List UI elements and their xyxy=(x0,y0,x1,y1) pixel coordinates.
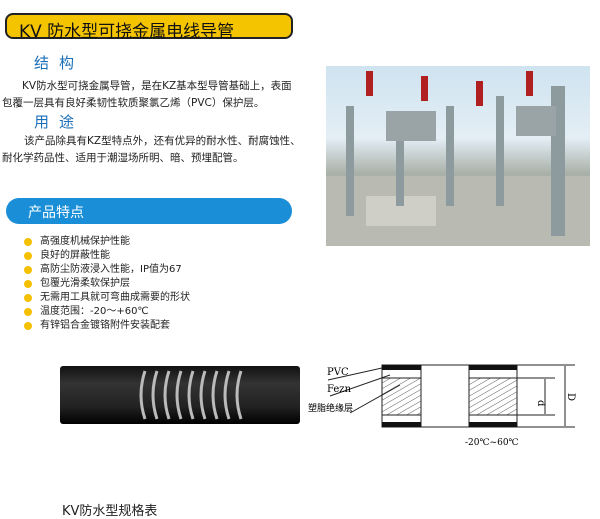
feature-text: 良好的屏蔽性能 xyxy=(40,250,110,261)
list-item: 高强度机械保护性能 xyxy=(24,235,190,249)
list-item: 温度范围：-20～+60℃ xyxy=(24,305,190,319)
list-item: 良好的屏蔽性能 xyxy=(24,249,190,263)
bullet-icon xyxy=(24,266,32,274)
feature-list: 高强度机械保护性能 良好的屏蔽性能 高防尘防液浸入性能，IP值为67 包覆光滑柔… xyxy=(24,235,190,333)
features-heading: 产品特点 xyxy=(28,205,84,221)
bullet-icon xyxy=(24,280,32,288)
list-item: 高防尘防液浸入性能，IP值为67 xyxy=(24,263,190,277)
conduit-photo xyxy=(60,366,300,424)
feature-text: 温度范围：-20～+60℃ xyxy=(40,306,149,317)
page-title: KV 防水型可挠金属电线导管 xyxy=(19,22,235,42)
pvc-label: PVC xyxy=(327,367,349,378)
bullet-icon xyxy=(24,294,32,302)
feature-text: 包覆光滑柔软保护层 xyxy=(40,278,130,289)
temperature-label: -20℃~60℃ xyxy=(465,438,519,448)
bullet-icon xyxy=(24,252,32,260)
substation-photo xyxy=(326,66,590,246)
inner-diameter-label: d xyxy=(535,400,546,407)
bullet-icon xyxy=(24,238,32,246)
list-item: 无需用工具就可弯曲成需要的形状 xyxy=(24,291,190,305)
fezn-label: Fezn xyxy=(327,384,352,395)
bullet-icon xyxy=(24,322,32,330)
feature-text: 高防尘防液浸入性能，IP值为67 xyxy=(40,264,182,275)
list-item: 有锌铝合金镀铬附件安装配套 xyxy=(24,319,190,333)
usage-heading: 用途 xyxy=(34,113,85,131)
feature-text: 无需用工具就可弯曲成需要的形状 xyxy=(40,292,190,303)
spec-table-title: KV防水型规格表 xyxy=(62,504,158,519)
bullet-icon xyxy=(24,308,32,316)
outer-diameter-label: D xyxy=(565,393,576,401)
cross-section-diagram: PVC Fezn 塑脂绝缘层 d D -20℃~60℃ xyxy=(308,364,576,448)
features-header: 产品特点 xyxy=(6,198,292,224)
feature-text: 有锌铝合金镀铬附件安装配套 xyxy=(40,320,170,331)
structure-text: KV防水型可挠金属导管，是在KZ基本型导管基础上，表面包覆一层具有良好柔韧性软质… xyxy=(2,80,292,109)
feature-text: 高强度机械保护性能 xyxy=(40,236,130,247)
insulation-label: 塑脂绝缘层 xyxy=(308,402,353,414)
usage-text: 该产品除具有KZ型特点外，还有优异的耐水性、耐腐蚀性、耐化学药品性、适用于潮湿场… xyxy=(2,135,301,164)
list-item: 包覆光滑柔软保护层 xyxy=(24,277,190,291)
structure-heading: 结构 xyxy=(34,54,85,72)
title-bar: KV 防水型可挠金属电线导管 xyxy=(5,13,293,42)
